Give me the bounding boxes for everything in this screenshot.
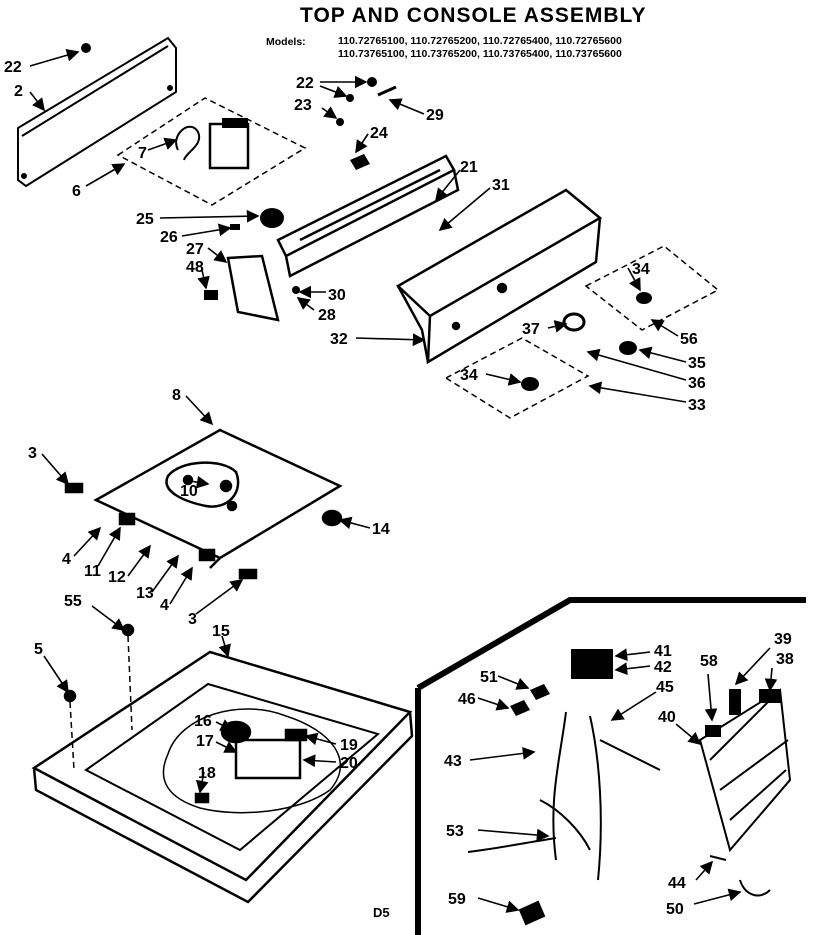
timer-group	[116, 97, 307, 206]
callout-43: 43	[444, 753, 462, 770]
callout-12: 12	[108, 569, 126, 586]
callout-24: 24	[370, 125, 388, 142]
washer-top	[31, 623, 414, 904]
callout-40: 40	[658, 709, 676, 726]
page-code: D5	[373, 905, 390, 920]
callout-16: 16	[194, 713, 212, 730]
callout-18: 18	[198, 765, 216, 782]
callout-30: 30	[328, 287, 346, 304]
callout-3: 3	[28, 445, 37, 462]
callout-4: 4	[160, 597, 169, 614]
callout-36: 36	[688, 375, 706, 392]
callout-17: 17	[196, 733, 214, 750]
callout-4: 4	[62, 551, 71, 568]
callout-21: 21	[460, 159, 478, 176]
callout-27: 27	[186, 241, 204, 258]
models-row-2: 110.73765100, 110.73765200, 110.73765400…	[338, 48, 622, 60]
callout-3: 3	[188, 611, 197, 628]
callout-38: 38	[776, 651, 794, 668]
callout-20: 20	[340, 755, 358, 772]
console-back-panel	[17, 36, 177, 188]
callout-39: 39	[774, 631, 792, 648]
models-label: Models:	[266, 36, 306, 48]
small-hardware	[336, 77, 397, 170]
callout-31: 31	[492, 177, 510, 194]
callout-34: 34	[460, 367, 478, 384]
wiring-inset-border	[415, 597, 806, 935]
callout-56: 56	[680, 331, 698, 348]
callout-13: 13	[136, 585, 154, 602]
callout-8: 8	[172, 387, 181, 404]
callout-14: 14	[372, 521, 390, 538]
callout-45: 45	[656, 679, 674, 696]
callout-58: 58	[700, 653, 718, 670]
callout-50: 50	[666, 901, 684, 918]
callout-34: 34	[632, 261, 650, 278]
console-bracket	[276, 154, 460, 278]
callout-53: 53	[446, 823, 464, 840]
models-row-1: 110.72765100, 110.72765200, 110.72765400…	[338, 35, 622, 47]
callout-15: 15	[212, 623, 230, 640]
callout-2: 2	[14, 83, 23, 100]
diagram-title: TOP AND CONSOLE ASSEMBLY	[300, 4, 647, 27]
callout-29: 29	[426, 107, 444, 124]
callout-6: 6	[72, 183, 81, 200]
lid-assembly	[64, 428, 343, 580]
callout-25: 25	[136, 211, 154, 228]
callout-55: 55	[64, 593, 82, 610]
callout-41: 41	[654, 643, 672, 660]
callout-22: 22	[4, 59, 22, 76]
callout-19: 19	[340, 737, 358, 754]
leader-lines	[29, 48, 778, 913]
screw-part	[81, 43, 91, 53]
knob-groups	[444, 245, 720, 419]
callout-42: 42	[654, 659, 672, 676]
callout-46: 46	[458, 691, 476, 708]
callout-5: 5	[34, 641, 43, 658]
console-body	[395, 188, 603, 365]
callout-10: 10	[180, 483, 198, 500]
wiring-harness	[467, 649, 792, 926]
callout-labels: 22 2 22 29 23 24 7 6 21 31 25 26 27 48 3…	[4, 59, 794, 918]
callout-44: 44	[668, 875, 686, 892]
callout-26: 26	[160, 229, 178, 246]
switch-parts	[204, 208, 300, 322]
callout-28: 28	[318, 307, 336, 324]
callout-48: 48	[186, 259, 204, 276]
callout-32: 32	[330, 331, 348, 348]
callout-22: 22	[296, 75, 314, 92]
callout-7: 7	[138, 145, 147, 162]
callout-51: 51	[480, 669, 498, 686]
callout-59: 59	[448, 891, 466, 908]
callout-11: 11	[84, 563, 101, 580]
callout-33: 33	[688, 397, 706, 414]
callout-37: 37	[522, 321, 540, 338]
callout-35: 35	[688, 355, 706, 372]
callout-23: 23	[294, 97, 312, 114]
